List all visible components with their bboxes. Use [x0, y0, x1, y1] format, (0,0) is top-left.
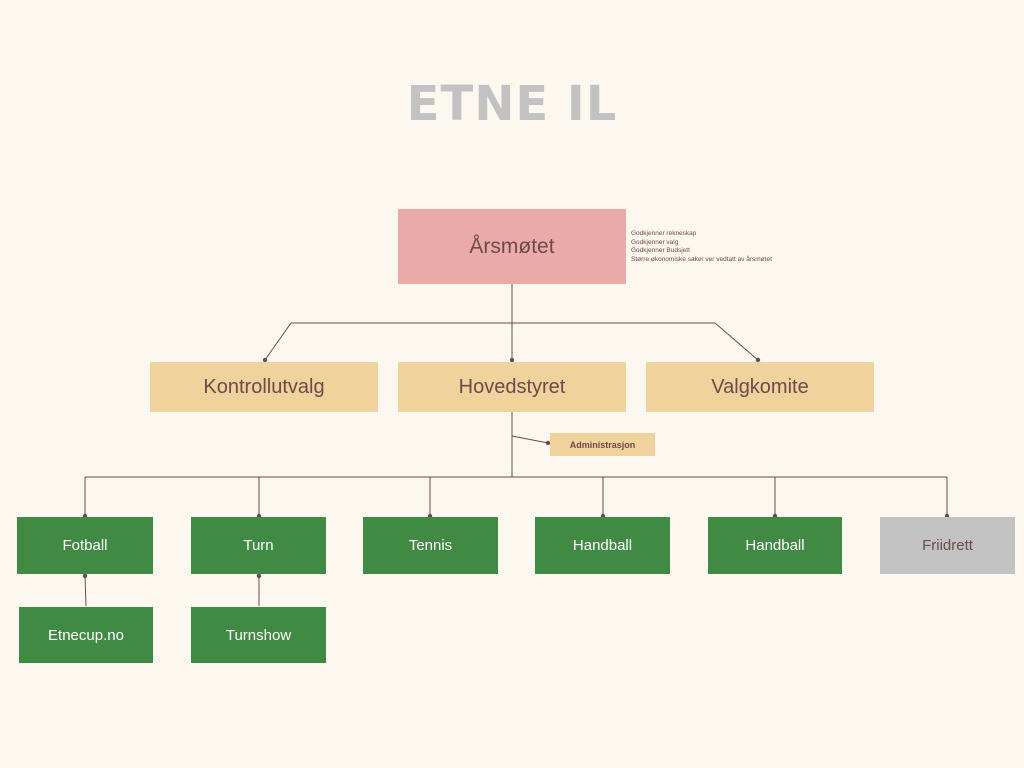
node-fotball: Fotball [17, 517, 153, 574]
node-handball-1-label: Handball [572, 537, 633, 554]
node-kontrollutvalg: Kontrollutvalg [150, 362, 378, 412]
connector-administrasjon [511, 435, 549, 444]
arsmotet-note: Større økonomiske saker ver vedtatt av å… [631, 255, 772, 263]
node-turn-label: Turn [243, 537, 274, 554]
connector-dot [82, 573, 88, 579]
node-handball-1: Handball [535, 517, 670, 574]
node-turnshow-label: Turnshow [225, 626, 292, 644]
node-tennis: Tennis [363, 517, 498, 574]
node-etnecup: Etnecup.no [19, 607, 153, 663]
diagram-title: ETNE IL [406, 76, 618, 132]
node-hovedstyret-label: Hovedstyret [458, 375, 566, 398]
connector-fotball-etnecup [84, 575, 87, 607]
node-valgkomite: Valgkomite [646, 362, 874, 412]
node-etnecup-label: Etnecup.no [48, 626, 124, 644]
node-turn: Turn [191, 517, 326, 574]
connector-dot [545, 440, 551, 446]
connector-dot [509, 357, 515, 363]
node-friidrett-label: Friidrett [922, 537, 973, 554]
node-kontrollutvalg-label: Kontrollutvalg [203, 375, 325, 398]
arsmotet-note: Godkjenner rekneskap [631, 230, 697, 237]
node-administrasjon-label: Administrasjon [569, 439, 636, 450]
node-tennis-label: Tennis [408, 537, 453, 554]
node-hovedstyret: Hovedstyret [398, 362, 626, 412]
connector-dot [262, 357, 268, 363]
node-handball-2-label: Handball [745, 537, 805, 554]
connector-dot [755, 357, 761, 363]
node-arsmotet-label: Årsmøtet [469, 234, 555, 258]
node-valgkomite-label: Valgkomite [711, 375, 809, 398]
node-friidrett: Friidrett [880, 517, 1015, 574]
arsmotet-note: Godkjenner valg [631, 238, 679, 246]
arsmotet-note: Godkjenner Budsjett [631, 247, 690, 254]
connector-dot [256, 573, 262, 579]
node-administrasjon: Administrasjon [550, 433, 655, 456]
node-handball-2: Handball [708, 517, 842, 574]
node-fotball-label: Fotball [62, 537, 108, 554]
node-arsmotet: Årsmøtet [398, 209, 626, 284]
connector-top-bracket [264, 322, 759, 361]
node-turnshow: Turnshow [191, 607, 326, 663]
arsmotet-notes: Godkjenner rekneskap Godkjenner valg God… [631, 230, 772, 264]
